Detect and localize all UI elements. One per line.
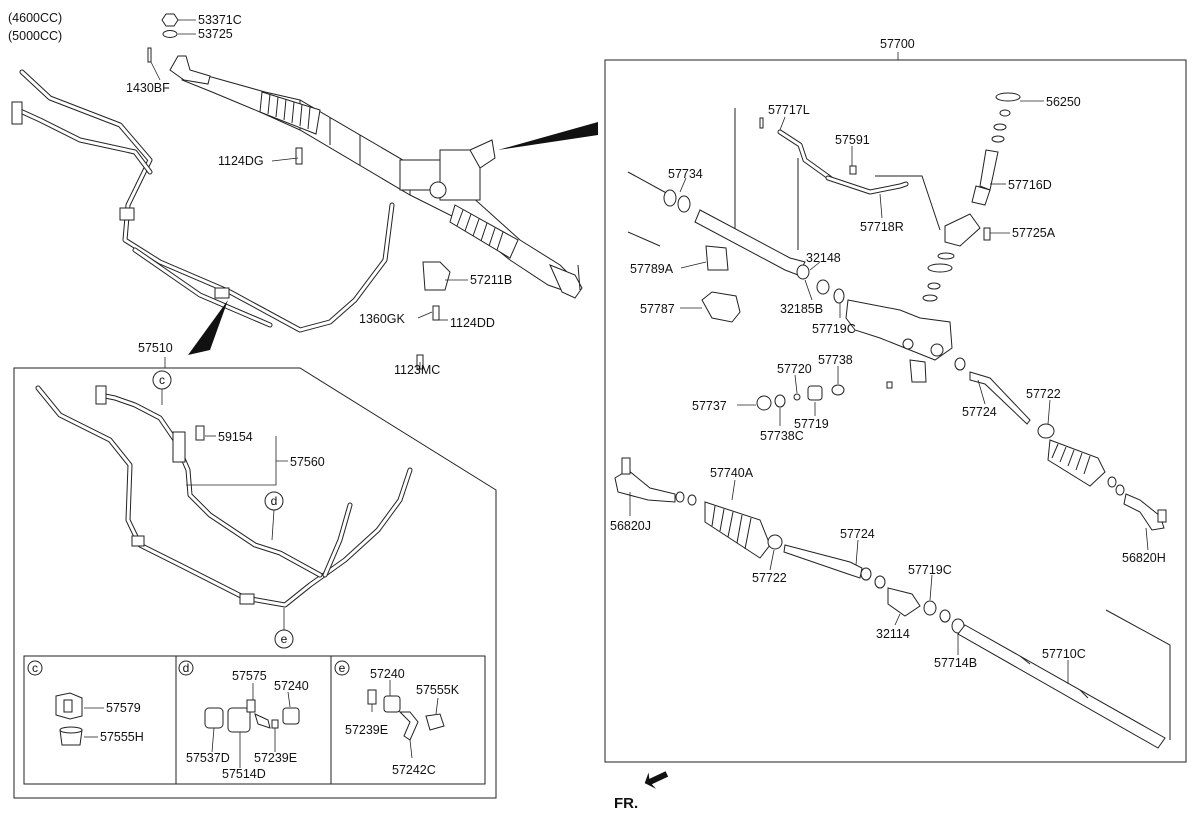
callout-57787: 57787 <box>640 302 675 316</box>
svg-text:d: d <box>271 494 278 508</box>
hose-assembly-illustration <box>35 385 413 608</box>
callout-57239E-d: 57239E <box>254 751 297 765</box>
svg-text:d: d <box>183 661 190 675</box>
callout-1360GK: 1360GK <box>359 312 406 326</box>
detail-box-d: d 57575 57240 57537D 57239E 57514D <box>178 660 309 781</box>
callout-57722-a: 57722 <box>1026 387 1061 401</box>
callout-57714B: 57714B <box>934 656 977 670</box>
callout-53725: 53725 <box>198 27 233 41</box>
callout-57555K: 57555K <box>416 683 460 697</box>
leaders-right <box>629 100 1149 684</box>
callout-57738C: 57738C <box>760 429 804 443</box>
callout-57211B: 57211B <box>470 273 512 287</box>
callout-57720: 57720 <box>777 362 812 376</box>
callout-57724-b: 57724 <box>840 527 875 541</box>
callout-53371C: 53371C <box>198 13 242 27</box>
exploded-gearbox-frame <box>604 59 1187 763</box>
callout-57575: 57575 <box>232 669 267 683</box>
callout-57716D: 57716D <box>1008 178 1052 192</box>
callout-32185B: 32185B <box>780 302 823 316</box>
callout-1124DD: 1124DD <box>450 316 495 330</box>
callout-57717L: 57717L <box>768 103 810 117</box>
engine-variant-5000: (5000CC) <box>8 29 62 43</box>
callout-57738: 57738 <box>818 353 853 367</box>
callout-56820H: 56820H <box>1122 551 1166 565</box>
exploded-gearbox-illustration <box>614 92 1171 749</box>
svg-text:c: c <box>159 373 165 387</box>
detail-box-e: e 57240 57555K 57239E 57242C <box>334 660 460 777</box>
svg-text:e: e <box>281 632 288 646</box>
svg-text:c: c <box>32 661 38 675</box>
callout-1430BF: 1430BF <box>126 81 170 95</box>
detail-box-c: c 57579 57555H <box>27 660 144 746</box>
hose-assembly-frame <box>13 367 497 799</box>
front-label: FR. <box>614 795 638 812</box>
svg-text:e: e <box>339 661 346 675</box>
callout-57737: 57737 <box>692 399 727 413</box>
engine-variant-4600: (4600CC) <box>8 11 62 25</box>
callout-57560: 57560 <box>290 455 325 469</box>
callout-1124DG: 1124DG <box>218 154 264 168</box>
callout-57719: 57719 <box>794 417 829 431</box>
callout-57719C-a: 57719C <box>812 322 856 336</box>
callout-57700: 57700 <box>880 37 915 51</box>
callout-57789A: 57789A <box>630 262 674 276</box>
callout-57725A: 57725A <box>1012 226 1056 240</box>
callout-56250: 56250 <box>1046 95 1081 109</box>
callout-57579: 57579 <box>106 701 141 715</box>
callout-32148: 32148 <box>806 251 841 265</box>
callout-57239E-e: 57239E <box>345 723 388 737</box>
marker-c-callout: c <box>152 370 172 405</box>
callout-56820J: 56820J <box>610 519 651 533</box>
callout-57740A: 57740A <box>710 466 754 480</box>
main-assembly-illustration <box>11 13 598 370</box>
callout-57240-d: 57240 <box>274 679 309 693</box>
detail-boxes-frame <box>23 655 486 785</box>
callout-57555H: 57555H <box>100 730 144 744</box>
callout-57242C: 57242C <box>392 763 436 777</box>
callout-32114: 32114 <box>876 627 910 641</box>
front-arrow-icon <box>644 771 669 789</box>
callout-1123MC: 1123MC <box>394 363 440 377</box>
callout-57537D: 57537D <box>186 751 230 765</box>
callout-57719C-b: 57719C <box>908 563 952 577</box>
front-direction-indicator: FR. <box>614 771 669 812</box>
marker-d-callout: d <box>264 491 284 541</box>
callout-57510: 57510 <box>138 341 173 355</box>
callout-57514D: 57514D <box>222 767 266 781</box>
callout-57722-b: 57722 <box>752 571 787 585</box>
callout-57591: 57591 <box>835 133 870 147</box>
callout-57724-a: 57724 <box>962 405 997 419</box>
leaders-top-left <box>150 19 468 370</box>
marker-e-callout: e <box>274 608 294 649</box>
callout-57710C: 57710C <box>1042 647 1086 661</box>
callout-57718R: 57718R <box>860 220 904 234</box>
callout-57734: 57734 <box>668 167 703 181</box>
callout-57240-e: 57240 <box>370 667 405 681</box>
callout-59154: 59154 <box>218 430 253 444</box>
